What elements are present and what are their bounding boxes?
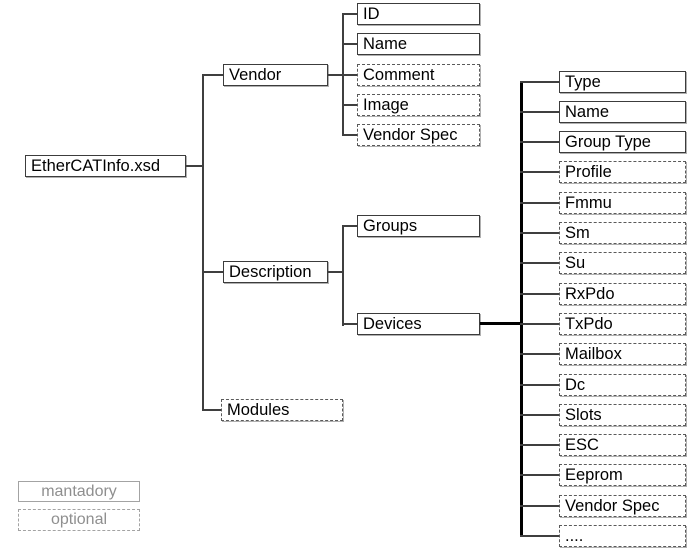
connector-device-child-stub-11 bbox=[520, 414, 559, 416]
node-txpdo: TxPdo bbox=[559, 313, 686, 335]
connector-groups-stub bbox=[342, 225, 357, 227]
connector-device-child-stub-12 bbox=[520, 444, 559, 446]
node-sm: Sm bbox=[559, 222, 686, 244]
node-modules: Modules bbox=[221, 399, 343, 421]
connector-device-child-stub-14 bbox=[520, 505, 559, 507]
node-name: Name bbox=[559, 101, 686, 123]
connector-device-child-stub-8 bbox=[520, 323, 559, 325]
node-rxpdo: RxPdo bbox=[559, 283, 686, 305]
node-su: Su bbox=[559, 252, 686, 274]
node-profile: Profile bbox=[559, 161, 686, 183]
connector-device-child-stub-6 bbox=[520, 262, 559, 264]
connector-description-stub bbox=[202, 271, 223, 273]
connector-device-child-stub-9 bbox=[520, 353, 559, 355]
node-devices: Devices bbox=[357, 313, 480, 335]
connector-description-link bbox=[328, 271, 343, 273]
connector-vendor-child-stub-1 bbox=[342, 43, 357, 45]
connector-devices-link bbox=[480, 322, 523, 325]
connector-modules-stub bbox=[202, 409, 221, 411]
node-ethercatinfo-xsd: EtherCATInfo.xsd bbox=[25, 155, 186, 177]
connector-device-child-stub-13 bbox=[520, 474, 559, 476]
connector-device-child-stub-1 bbox=[520, 111, 559, 113]
node-vendor: Vendor bbox=[223, 64, 328, 86]
connector-device-child-stub-7 bbox=[520, 293, 559, 295]
connector-device-child-stub-3 bbox=[520, 171, 559, 173]
connector-vendor-stub bbox=[202, 74, 223, 76]
node-dc: Dc bbox=[559, 374, 686, 396]
connector-device-child-stub-10 bbox=[520, 384, 559, 386]
node-vendor-spec: Vendor Spec bbox=[559, 495, 686, 517]
node-type: Type bbox=[559, 71, 686, 93]
legend-optional-box: optional bbox=[18, 509, 140, 531]
node-name: Name bbox=[357, 33, 480, 55]
connector-device-child-stub-0 bbox=[520, 81, 559, 83]
node-description: Description bbox=[223, 261, 328, 283]
node-comment: Comment bbox=[357, 64, 480, 86]
node-groups: Groups bbox=[357, 215, 480, 237]
connector-devices-stub bbox=[342, 323, 357, 325]
connector-vendor-link bbox=[328, 74, 343, 76]
connector-device-child-stub-15 bbox=[520, 535, 559, 537]
node-esc: ESC bbox=[559, 434, 686, 456]
node-eeprom: Eeprom bbox=[559, 464, 686, 486]
node-vendor-spec: Vendor Spec bbox=[357, 124, 480, 146]
connector-main-trunk bbox=[202, 74, 204, 411]
node-slots: Slots bbox=[559, 404, 686, 426]
node-fmmu: Fmmu bbox=[559, 192, 686, 214]
node-group-type: Group Type bbox=[559, 131, 686, 153]
connector-description-trunk bbox=[342, 225, 344, 326]
connector-vendor-child-stub-2 bbox=[342, 74, 357, 76]
node-image: Image bbox=[357, 94, 480, 116]
connector-vendor-child-stub-4 bbox=[342, 134, 357, 136]
connector-vendor-child-stub-3 bbox=[342, 104, 357, 106]
node-id: ID bbox=[357, 3, 480, 25]
connector-devices-trunk bbox=[520, 81, 523, 537]
connector-device-child-stub-5 bbox=[520, 232, 559, 234]
connector-root-stub bbox=[186, 165, 203, 167]
connector-device-child-stub-2 bbox=[520, 141, 559, 143]
connector-vendor-child-stub-0 bbox=[342, 13, 357, 15]
legend-mandatory-box: mantadory bbox=[18, 481, 140, 502]
node-ellipsis: .... bbox=[559, 525, 686, 547]
node-mailbox: Mailbox bbox=[559, 343, 686, 365]
connector-device-child-stub-4 bbox=[520, 202, 559, 204]
